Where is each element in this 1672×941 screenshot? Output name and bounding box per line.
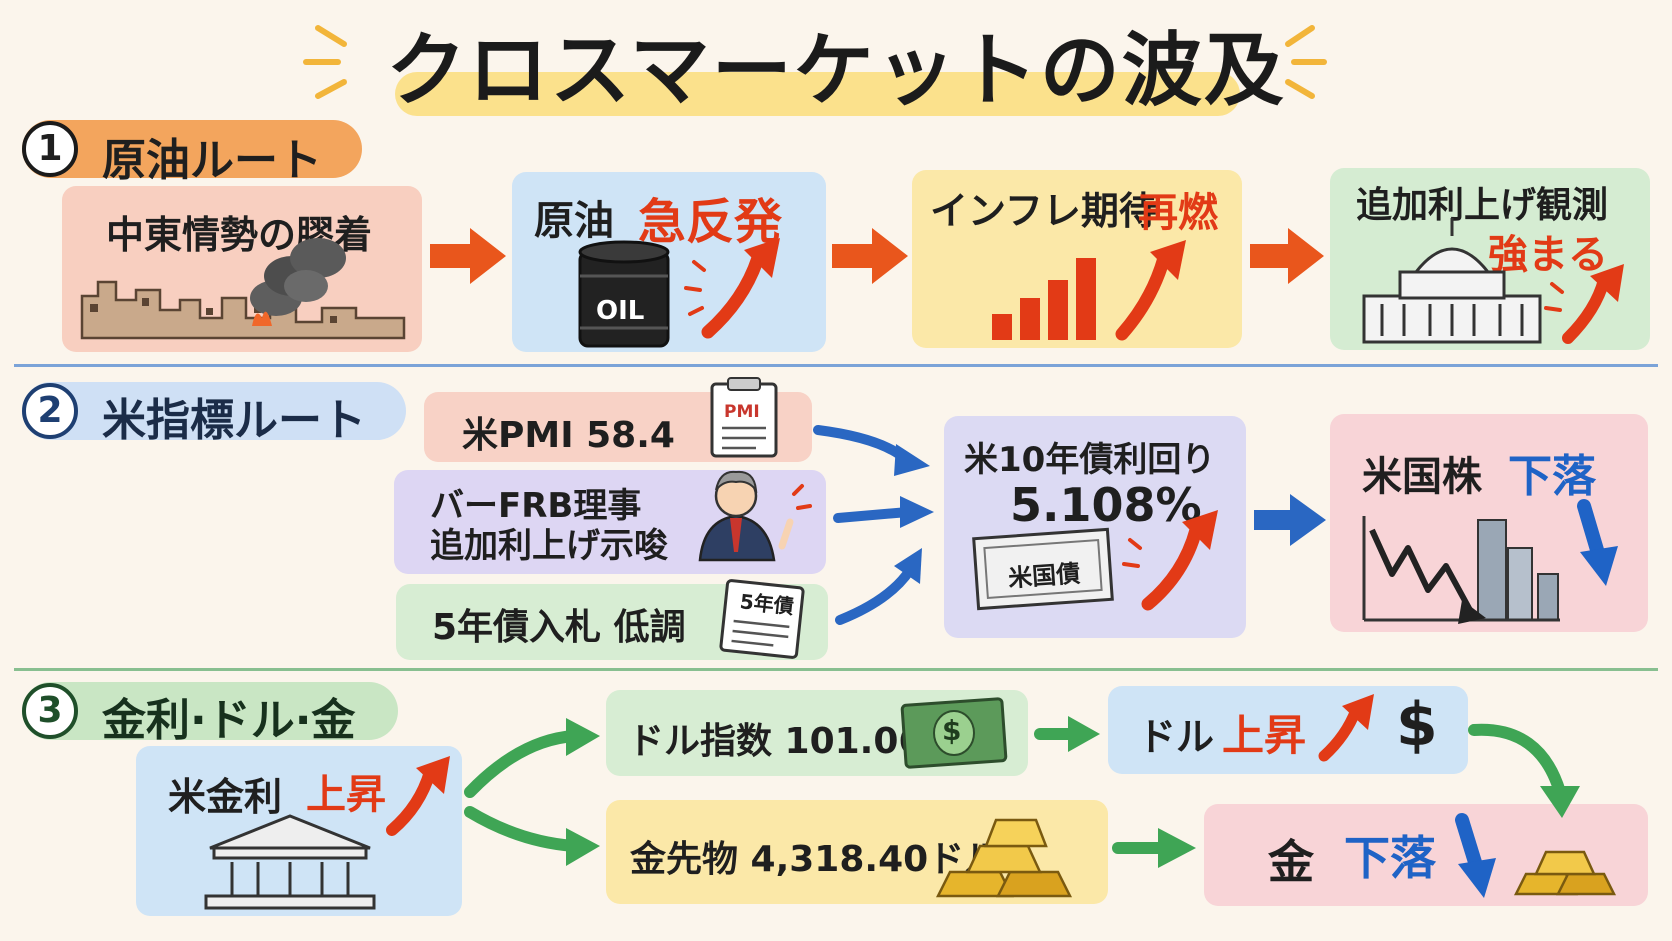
yield-label: 米10年債利回り — [964, 440, 1216, 480]
inflation-up-arrow — [1115, 251, 1171, 341]
rates-up-arrow — [386, 766, 436, 836]
auction-text: 5年債入札 低調 — [432, 607, 686, 648]
dollar-bill-icon — [900, 697, 1008, 769]
bond-5y-document-icon — [719, 579, 805, 659]
dollar-sign-icon: $ — [1396, 690, 1438, 760]
sparkle-right-3 — [1285, 79, 1315, 99]
dollar-box — [1108, 686, 1468, 774]
section-2-header — [22, 382, 406, 440]
rates-label: 米金利 — [168, 775, 283, 819]
ruined-city-icon — [80, 238, 406, 340]
frb-line-1: バーFRB理事 — [430, 486, 642, 526]
sparkle-left-1 — [315, 25, 347, 47]
divider-1 — [14, 364, 1658, 367]
frb-official-avatar — [698, 470, 812, 562]
section-3-title: 金利·ドル·金 — [102, 695, 356, 746]
small-gold-bars-icon — [1513, 850, 1617, 896]
gold-bars-icon — [935, 818, 1073, 898]
sparkle-right-1 — [1285, 25, 1315, 47]
barrel-label: OIL — [596, 296, 645, 326]
inflation-move: 再燃 — [1138, 190, 1218, 236]
pmi-doc-label: PMI — [724, 402, 760, 422]
section-2-number: 2 — [22, 383, 78, 439]
inflation-bar-chart-icon — [992, 258, 1096, 340]
crude-label: 原油 — [534, 198, 614, 244]
title-highlight — [395, 72, 1240, 116]
yield-value: 5.108% — [1010, 478, 1202, 532]
stock-decline-chart-icon — [1362, 516, 1560, 624]
gold-futures-text: 金先物 4,318.40ドル — [630, 839, 1001, 880]
crude-move: 急反発 — [638, 194, 783, 250]
dollar-index-text: ドル指数 101.06 — [628, 721, 924, 762]
page-title: クロスマーケットの波及 — [386, 24, 1286, 117]
crude-up-arrow — [701, 251, 765, 339]
section-3-number: 3 — [22, 683, 78, 739]
stocks-label: 米国株 — [1362, 454, 1482, 500]
section-1-number: 1 — [22, 121, 78, 177]
inflation-label: インフレ期待 — [930, 189, 1157, 233]
section-3-flow-arrows — [464, 723, 1566, 854]
treasury-bond-icon — [972, 527, 1114, 611]
pmi-document-icon — [710, 377, 778, 458]
rates-move: 上昇 — [306, 772, 386, 818]
section-3-header — [22, 682, 398, 740]
oil-barrel-icon — [578, 240, 670, 348]
dollar-up-arrow — [1318, 704, 1362, 762]
dollar-label: ドル — [1138, 715, 1215, 759]
stocks-move: 下落 — [1508, 451, 1596, 502]
section-1-title: 原油ルート — [102, 135, 322, 186]
section-1-flow-arrows — [430, 228, 1324, 284]
gold-move: 下落 — [1344, 831, 1436, 885]
divider-2 — [14, 668, 1658, 671]
yield-up-arrow — [1141, 523, 1203, 611]
gold-label: 金 — [1268, 835, 1314, 889]
dollar-move: 上昇 — [1222, 711, 1307, 760]
pmi-text: 米PMI 58.4 — [462, 415, 675, 456]
section-1-header — [22, 120, 362, 178]
section-2-title: 米指標ルート — [102, 395, 366, 446]
capitol-building-icon — [1362, 218, 1542, 344]
hike-label: 追加利上げ観測 — [1356, 185, 1609, 226]
bank-building-icon — [204, 814, 376, 910]
bill-symbol: $ — [942, 714, 962, 747]
hike-move: 強まる — [1488, 232, 1608, 278]
frb-line-2: 追加利上げ示唆 — [430, 526, 668, 566]
sparkle-left-3 — [315, 79, 347, 99]
